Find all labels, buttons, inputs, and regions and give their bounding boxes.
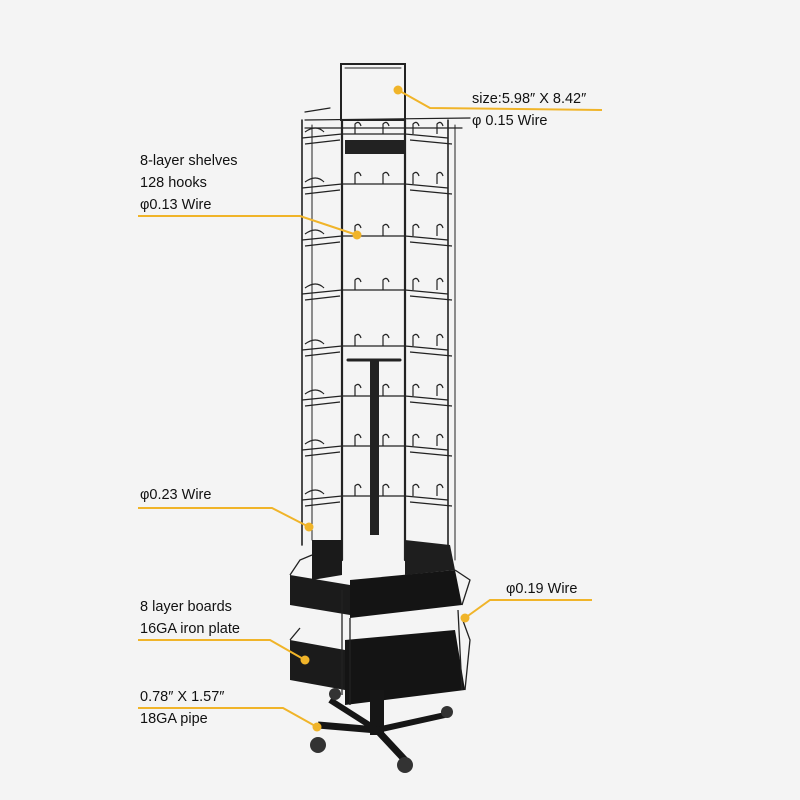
hook xyxy=(436,383,444,396)
callout-dot-pipe xyxy=(312,722,322,732)
side-hook xyxy=(304,489,325,495)
hooks xyxy=(304,121,444,496)
shelf-7 xyxy=(301,445,453,457)
hook xyxy=(382,333,390,346)
callout-text-line: 18GA pipe xyxy=(140,711,208,727)
hook xyxy=(412,433,420,446)
side-hook xyxy=(304,229,325,235)
side-hook xyxy=(304,439,325,445)
callout-text-line: 8-layer shelves xyxy=(140,153,238,169)
hook xyxy=(412,333,420,346)
callout-leaders xyxy=(138,85,603,732)
shelf-5 xyxy=(301,345,453,357)
callout-text-line: φ 0.15 Wire xyxy=(472,113,548,129)
callout-dot-shelves xyxy=(352,230,362,240)
callout-text-line: 0.78″ X 1.57″ xyxy=(140,689,225,705)
callout-line-sign-holder xyxy=(397,89,603,111)
callout-label-sign-holder: size:5.98″ X 8.42″ φ 0.15 Wire xyxy=(472,88,586,132)
hook xyxy=(436,223,444,236)
hook xyxy=(436,433,444,446)
callout-text-line: φ0.23 Wire xyxy=(140,487,212,503)
callout-text-line: size:5.98″ X 8.42″ xyxy=(472,91,587,107)
callout-text-line: 128 hooks xyxy=(140,175,207,191)
hook xyxy=(382,223,390,236)
hook xyxy=(382,171,390,184)
shelf-3 xyxy=(301,235,453,247)
rack-frame xyxy=(301,63,471,566)
hook xyxy=(412,121,420,134)
callout-line-pipe xyxy=(138,707,318,728)
side-hook xyxy=(304,339,325,345)
shelf-4 xyxy=(301,289,453,301)
side-hook xyxy=(304,389,325,395)
callout-text-line: φ0.19 Wire xyxy=(506,581,578,597)
hook xyxy=(354,121,362,134)
callout-line-frame-wire xyxy=(138,507,310,528)
callout-dot-frame-wire xyxy=(304,522,314,532)
hook xyxy=(436,333,444,346)
hook xyxy=(412,171,420,184)
hook xyxy=(436,277,444,290)
callout-label-shelves: 8-layer shelves 128 hooks φ0.13 Wire xyxy=(140,150,238,216)
hook xyxy=(382,383,390,396)
wire-shelves xyxy=(301,133,453,507)
callout-line-boards xyxy=(138,639,306,661)
callout-line-shelves xyxy=(138,215,358,236)
hook xyxy=(436,121,444,134)
hook xyxy=(412,223,420,236)
hook xyxy=(354,433,362,446)
hook xyxy=(412,383,420,396)
callout-dot-basket-wire xyxy=(460,613,470,623)
side-hook xyxy=(304,177,325,183)
hook xyxy=(382,433,390,446)
hook xyxy=(382,483,390,496)
shelf-2 xyxy=(301,183,453,195)
callout-text-line: φ0.13 Wire xyxy=(140,197,212,213)
callout-dot-boards xyxy=(300,655,310,665)
callout-label-frame-wire: φ0.23 Wire xyxy=(140,484,211,506)
callout-label-basket-wire: φ0.19 Wire xyxy=(506,578,577,600)
callout-line-basket-wire xyxy=(464,599,592,619)
hook xyxy=(354,483,362,496)
callout-text-line: 8 layer boards xyxy=(140,599,232,615)
shelf-6 xyxy=(301,395,453,407)
callout-dot-sign-holder xyxy=(393,85,403,95)
hook xyxy=(354,223,362,236)
hook xyxy=(412,483,420,496)
hook xyxy=(354,333,362,346)
hook xyxy=(412,277,420,290)
hook xyxy=(354,383,362,396)
rack-base xyxy=(289,540,471,773)
hook xyxy=(436,171,444,184)
side-hook xyxy=(304,283,325,289)
sign-holder-frame xyxy=(340,63,406,121)
callout-label-boards: 8 layer boards 16GA iron plate xyxy=(140,596,240,640)
hook xyxy=(382,277,390,290)
shelf-1 xyxy=(301,133,453,145)
shelf-8 xyxy=(301,495,453,507)
callout-text-line: 16GA iron plate xyxy=(140,621,240,637)
hook xyxy=(436,483,444,496)
hook xyxy=(354,277,362,290)
hook xyxy=(382,121,390,134)
callout-label-pipe: 0.78″ X 1.57″ 18GA pipe xyxy=(140,686,224,730)
side-hook xyxy=(304,127,325,133)
hook xyxy=(354,171,362,184)
